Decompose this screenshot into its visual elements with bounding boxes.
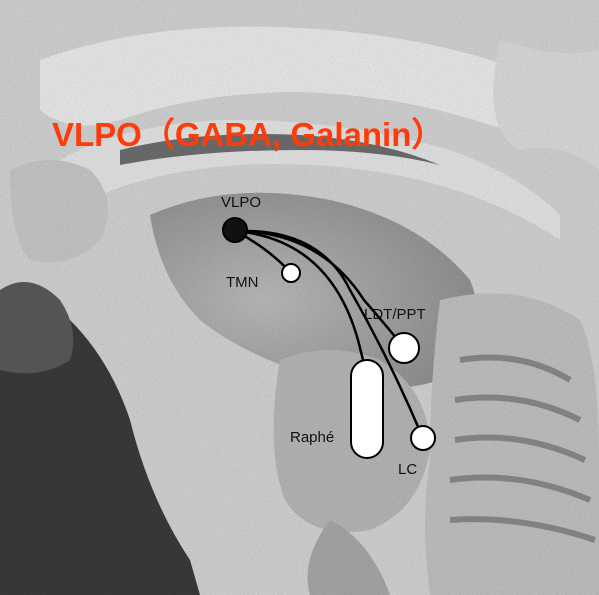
ldt-ppt-label: LDT/PPT xyxy=(364,306,426,323)
lc-label: LC xyxy=(398,461,417,478)
tmn-label: TMN xyxy=(226,274,259,291)
tmn-node xyxy=(282,264,300,282)
vlpo-label: VLPO xyxy=(221,194,261,211)
ldt-ppt-node xyxy=(389,333,419,363)
vlpo-node xyxy=(223,218,247,242)
lc-node xyxy=(411,426,435,450)
raphe-label: Raphé xyxy=(290,429,334,446)
diagram-title: VLPO（GABA, Galanin） xyxy=(52,116,444,153)
raphe-node xyxy=(351,360,383,458)
